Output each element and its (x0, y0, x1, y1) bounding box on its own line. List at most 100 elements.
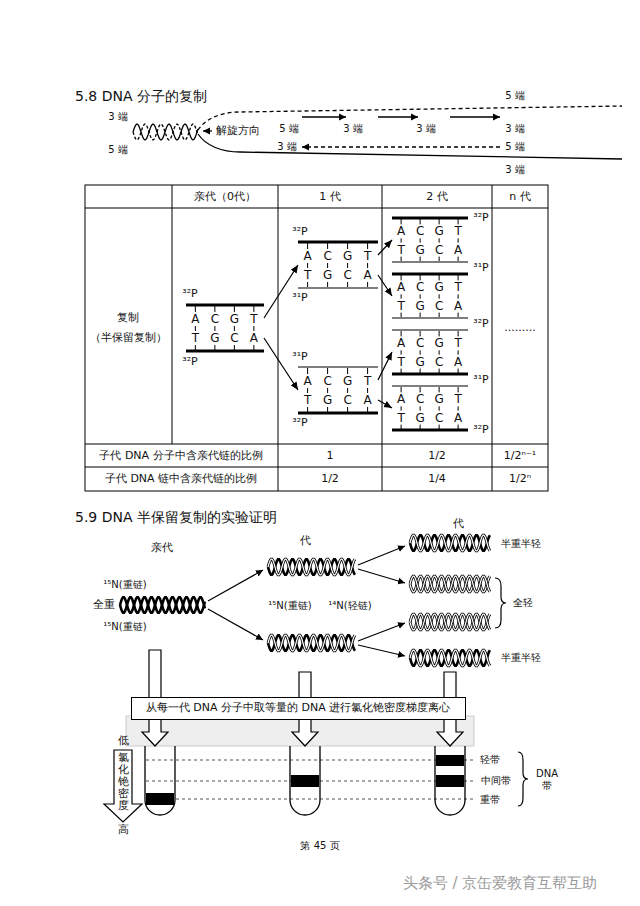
table-header: n 代 (509, 191, 530, 204)
base-letter: G (343, 250, 352, 262)
base-pair-tick (214, 326, 215, 331)
base-pair-tick (307, 243, 308, 249)
table-header: 亲代（0代） (194, 191, 256, 204)
section-title: 5.9 DNA 半保留复制的实验证明 (75, 509, 277, 525)
base-letter: T (364, 375, 371, 387)
light-strand (410, 614, 490, 630)
light-strand-core (268, 559, 355, 575)
base-pair-tick (439, 257, 440, 261)
base-pair-tick (458, 294, 459, 298)
base-letter: G (323, 269, 332, 281)
base-pair-tick (327, 263, 328, 268)
strand-line (392, 317, 468, 318)
base-pair-tick (439, 238, 440, 242)
light-band (436, 755, 464, 766)
generation-label: 代 (453, 518, 464, 531)
base-pair-tick (195, 306, 196, 312)
base-pair-tick (401, 219, 402, 224)
base-letter: T (304, 394, 311, 406)
strand-line (392, 429, 468, 432)
isotope-label: ³²P (182, 356, 197, 369)
experiment-arrows (208, 546, 506, 656)
table-cell: 1/2 (321, 473, 339, 486)
table-cell: 1/2ⁿ⁻¹ (504, 450, 536, 463)
dna-ladder: ACGTTGCA (298, 240, 378, 290)
template-strand (198, 106, 622, 130)
base-pair-tick (401, 238, 402, 242)
base-letter: A (454, 412, 462, 424)
base-letter: T (397, 300, 404, 312)
dna-helices (120, 124, 490, 666)
base-pair-tick (253, 306, 254, 312)
base-pair-tick (458, 387, 459, 392)
generation-arrow (208, 570, 263, 601)
dna-ladder: ACGTTGCA (392, 272, 468, 320)
base-pair-tick (458, 406, 459, 410)
dna-helix (410, 576, 490, 592)
isotope-label: ³¹P (473, 374, 488, 387)
heavy-strand (120, 597, 205, 613)
axis-label: 高 (118, 824, 129, 837)
table-rule (85, 467, 548, 468)
base-letter: T (454, 337, 461, 349)
base-letter: T (192, 332, 199, 344)
base-pair-tick (347, 407, 348, 412)
base-pair-tick (420, 294, 421, 298)
isotope-label: ³¹P (292, 351, 307, 364)
light-strand (410, 614, 490, 630)
base-letter: G (323, 394, 332, 406)
dna-helix (410, 614, 490, 630)
base-letter: C (230, 332, 238, 344)
base-pair-tick (253, 345, 254, 350)
isotope-label: ³²P (292, 417, 307, 430)
base-letter: G (434, 393, 443, 405)
strand-end: 3 端 (505, 164, 525, 176)
strand-line (298, 366, 378, 367)
generation-arrow (358, 546, 405, 565)
base-pair-tick (439, 350, 440, 354)
base-pair-tick (458, 238, 459, 242)
dna-helix (410, 535, 490, 551)
base-pair-tick (420, 275, 421, 280)
light-strand-core (410, 614, 490, 630)
base-letter: A (303, 250, 311, 262)
heavy-strand (410, 650, 490, 666)
base-letter: A (363, 269, 371, 281)
base-pair-tick (327, 368, 328, 374)
base-letter: A (454, 244, 462, 256)
isotope-label: ³²P (473, 212, 488, 225)
base-letter: G (230, 313, 239, 325)
okazaki-arrow (378, 116, 418, 118)
strand-line (298, 287, 378, 288)
strand-end: 5 端 (279, 123, 299, 135)
base-letter: T (397, 412, 404, 424)
density-label: 半重半轻 (501, 538, 541, 550)
base-pair-tick (367, 407, 368, 412)
base-letter: A (303, 375, 311, 387)
connector-arrow (378, 240, 392, 255)
light-strand (268, 635, 355, 651)
table-cell: 子代 DNA 分子中含亲代链的比例 (99, 450, 262, 463)
base-pair-tick (420, 313, 421, 317)
base-pair-tick (307, 263, 308, 268)
axis-label: 氯化铯密度 (118, 752, 129, 812)
base-letter: T (454, 281, 461, 293)
brace (518, 752, 528, 806)
table-cell: 复制 (117, 312, 139, 325)
band-level (146, 799, 474, 800)
strand-line (298, 241, 378, 244)
base-letter: C (211, 313, 219, 325)
base-pair-tick (307, 407, 308, 412)
table-cell: （半保留复制） (90, 332, 167, 345)
base-pair-tick (401, 425, 402, 429)
base-letter: C (416, 225, 424, 237)
dna-ladder: ACGTTGCA (392, 328, 468, 376)
base-pair-tick (214, 345, 215, 350)
table-grid (85, 185, 548, 491)
dna-ladder-shape (392, 216, 468, 264)
dna-ladder: ACGTTGCA (186, 303, 264, 353)
test-tube (145, 746, 175, 815)
base-pair-tick (327, 243, 328, 249)
light-strand (410, 576, 490, 592)
strand-end: 3 端 (416, 123, 436, 135)
